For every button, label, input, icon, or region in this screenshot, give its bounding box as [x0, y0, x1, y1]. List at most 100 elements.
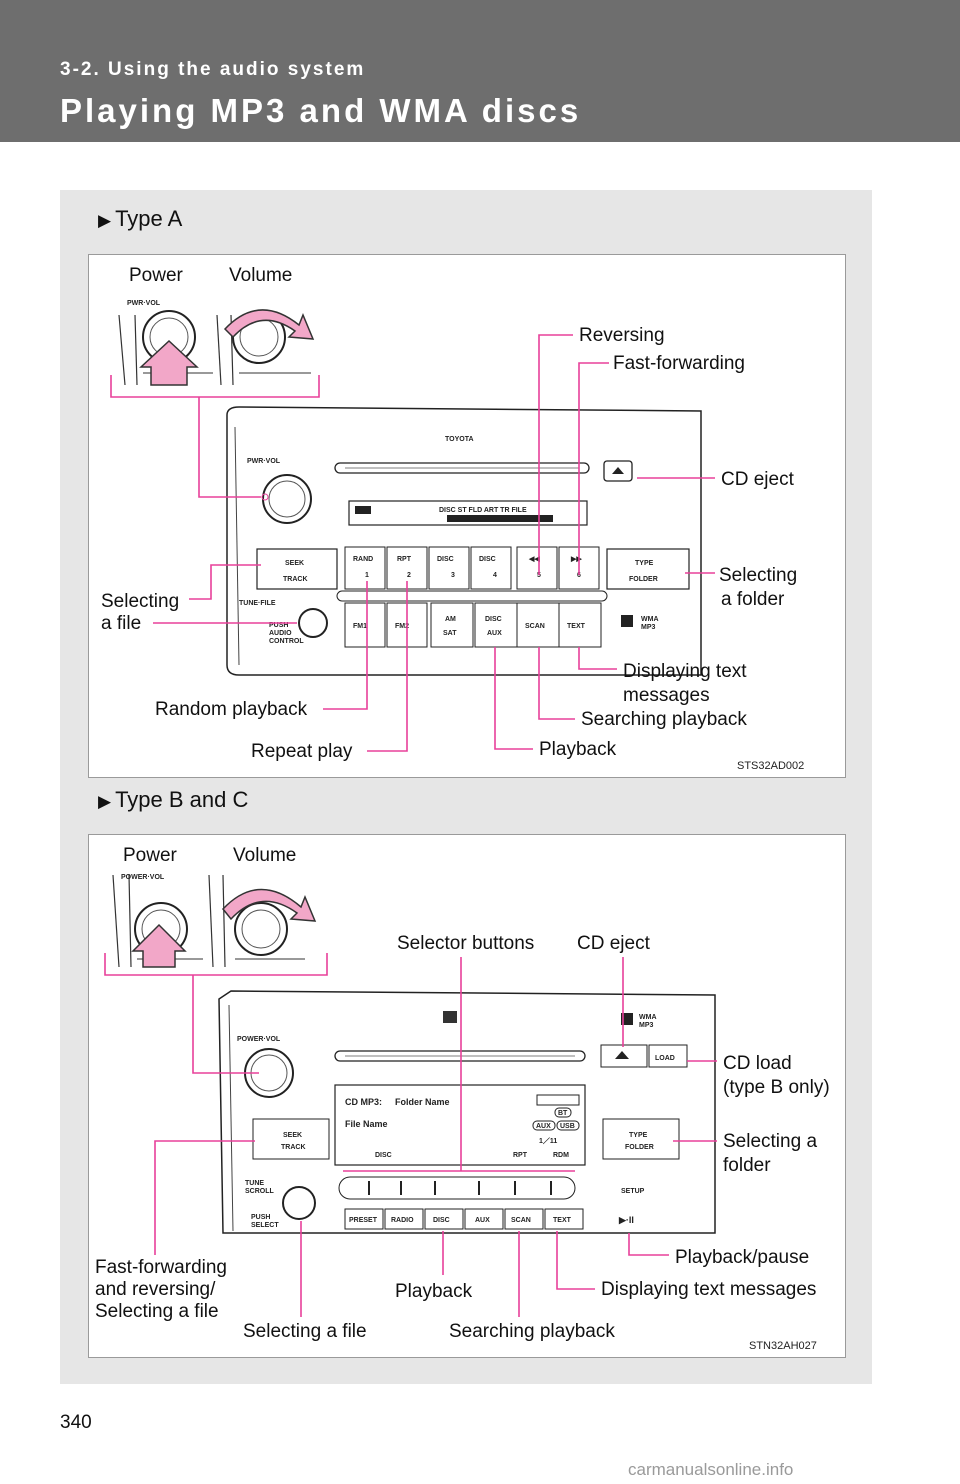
setup-text: SETUP: [621, 1188, 645, 1195]
preset-button-text: PRESET: [349, 1217, 378, 1224]
tune-text: TUNE: [245, 1180, 264, 1187]
label-volume-bc: Volume: [233, 845, 296, 866]
label-reversing: Reversing: [579, 325, 665, 346]
screen-bt: BT: [558, 1110, 568, 1117]
disc-button-text-bc: DISC: [433, 1217, 450, 1224]
screen-disc: DISC: [375, 1152, 392, 1159]
label-selecting-folder-bc-1: Selecting a: [723, 1131, 817, 1152]
watermark: carmanualsonline.info: [628, 1460, 794, 1479]
label-displaying-text-2: messages: [623, 685, 710, 706]
disc-down-button-text: DISC: [437, 556, 454, 563]
seek-text: SEEK: [285, 560, 304, 567]
page-header: 3-2. Using the audio system Playing MP3 …: [0, 0, 960, 142]
rpt-button-text: RPT: [397, 556, 412, 563]
label-selecting-folder-1: Selecting: [719, 565, 797, 586]
pwr-vol-text: PWR·VOL: [247, 458, 281, 465]
power-volume-inset: PWR·VOL: [110, 300, 320, 398]
section-label: 3-2. Using the audio system: [60, 59, 366, 80]
am-button-text: AM: [445, 616, 456, 623]
audio-text: AUDIO: [269, 630, 292, 637]
inset-pwr-vol-text: PWR·VOL: [127, 300, 161, 307]
label-displaying-text-1: Displaying text: [623, 661, 747, 682]
button-num-1: 1: [365, 572, 369, 579]
screen-track: 1／11: [539, 1137, 557, 1145]
label-cd-eject: CD eject: [721, 469, 795, 490]
label-playback-pause: Playback/pause: [675, 1247, 809, 1268]
type-bc-heading: ▶Type B and C: [98, 787, 249, 812]
aux-button-text-bc: AUX: [475, 1217, 490, 1224]
load-text: LOAD: [655, 1055, 675, 1062]
rew-button-text: ◀◀: [528, 556, 540, 563]
rand-button-text: RAND: [353, 556, 373, 563]
mp3-logo-text: MP3: [641, 624, 656, 631]
power-vol-text: POWER·VOL: [237, 1036, 281, 1043]
button-num-5: 5: [537, 572, 541, 579]
type-text-bc: TYPE: [629, 1132, 648, 1139]
disc-button-text: DISC: [485, 616, 502, 623]
push-text: PUSH: [269, 622, 288, 629]
radio-button-text: RADIO: [391, 1217, 414, 1224]
label-power: Power: [129, 265, 184, 286]
label-volume: Volume: [229, 265, 292, 286]
label-searching-playback: Searching playback: [581, 709, 747, 730]
label-selector-buttons: Selector buttons: [397, 933, 534, 954]
page-title: Playing MP3 and WMA discs: [60, 92, 582, 129]
label-selecting-file-2: a file: [101, 613, 141, 634]
button-num-6: 6: [577, 572, 581, 579]
button-num-3: 3: [451, 572, 455, 579]
text-button-text-bc: TEXT: [553, 1217, 572, 1224]
type-bc-bottom-buttons: PRESET RADIO DISC AUX SCAN TEXT: [344, 1208, 584, 1230]
figure-bc-code: STN32AH027: [749, 1340, 817, 1352]
folder-text-bc: FOLDER: [625, 1144, 654, 1151]
figure-type-bc: POWER·VOL Power Volume WMA MP3 POWER·VOL…: [88, 834, 846, 1358]
button-num-4: 4: [493, 572, 497, 579]
label-random-playback: Random playback: [155, 699, 308, 720]
scan-button-text: SCAN: [525, 623, 545, 630]
aux-button-text: AUX: [487, 630, 502, 637]
label-ff-rev-1: Fast-forwarding: [95, 1257, 227, 1278]
type-a-heading: ▶Type A: [98, 206, 183, 231]
label-ff-rev-3: Selecting a file: [95, 1301, 219, 1322]
brand-text: TOYOTA: [445, 436, 474, 443]
screen-file-name: File Name: [345, 1119, 388, 1129]
folder-text: FOLDER: [629, 576, 658, 583]
label-playback-bc: Playback: [395, 1281, 473, 1302]
tune-file-text: TUNE·FILE: [239, 600, 276, 607]
track-text: TRACK: [283, 576, 308, 583]
type-a-bottom-buttons: FM1 FM2 AM SAT DISC AUX SCAN TEXT: [344, 602, 602, 648]
screen-rdm: RDM: [553, 1152, 569, 1159]
triangle-bullet-icon: ▶: [98, 792, 112, 811]
figure-a-code: STS32AD002: [737, 760, 804, 772]
label-selecting-file-bc: Selecting a file: [243, 1321, 367, 1342]
label-selecting-folder-bc-2: folder: [723, 1155, 771, 1176]
wma-logo-text-bc: WMA: [639, 1014, 657, 1021]
screen-folder-name: Folder Name: [395, 1097, 450, 1107]
screen-rpt: RPT: [513, 1152, 528, 1159]
rotate-arrow-icon: [222, 888, 317, 922]
type-a-top-buttons: RAND RPT DISC DISC ◀◀ ▶▶ 1 2 3 4 5 6: [344, 546, 600, 590]
ff-button-text: ▶▶: [570, 556, 582, 563]
sat-button-text: SAT: [443, 630, 457, 637]
scroll-text: SCROLL: [245, 1188, 275, 1195]
audio-unit-type-a: TOYOTA PWR·VOL DISC ST FLD ART TR FILE S…: [226, 406, 702, 676]
control-text: CONTROL: [269, 638, 304, 645]
type-a-illustration: PWR·VOL Power Volume TOYOTA PWR·VOL DISC…: [101, 265, 804, 772]
track-text-bc: TRACK: [281, 1144, 306, 1151]
power-volume-inset-bc: POWER·VOL: [104, 874, 328, 976]
button-num-2: 2: [407, 572, 411, 579]
label-cd-load-1: CD load: [723, 1053, 792, 1074]
inset-power-vol-text: POWER·VOL: [121, 874, 165, 881]
figure-type-a: PWR·VOL Power Volume TOYOTA PWR·VOL DISC…: [88, 254, 846, 778]
seek-text-bc: SEEK: [283, 1132, 302, 1139]
label-repeat-play: Repeat play: [251, 741, 353, 762]
label-fast-forwarding: Fast-forwarding: [613, 353, 745, 374]
label-cd-load-2: (type B only): [723, 1077, 830, 1098]
scan-button-text-bc: SCAN: [511, 1217, 531, 1224]
fm1-button-text: FM1: [353, 623, 367, 630]
label-displaying-text-bc: Displaying text messages: [601, 1279, 816, 1300]
type-text: TYPE: [635, 560, 654, 567]
audio-unit-type-bc: WMA MP3 POWER·VOL LOAD CD MP3: Folder Na…: [218, 990, 716, 1234]
label-selecting-folder-2: a folder: [721, 589, 785, 610]
label-searching-playback-bc: Searching playback: [449, 1321, 615, 1342]
display-indicator-text: DISC ST FLD ART TR FILE: [439, 507, 527, 514]
